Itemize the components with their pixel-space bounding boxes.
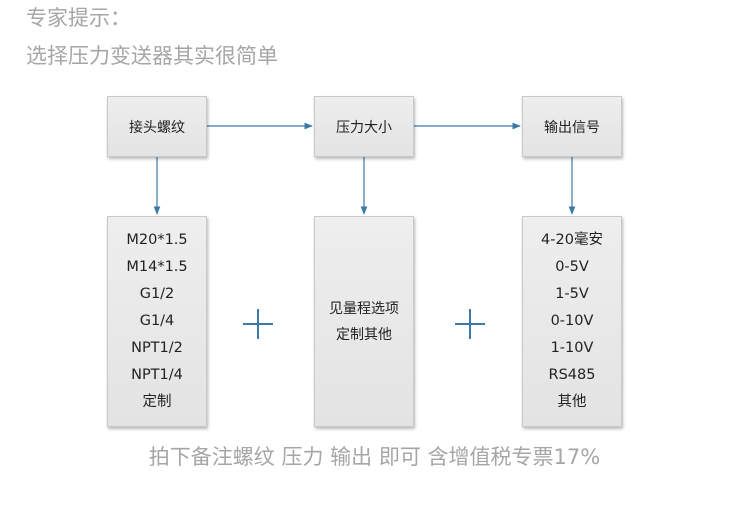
thread-option: NPT1/4 bbox=[131, 367, 183, 383]
output-option: 4-20毫安 bbox=[541, 232, 603, 248]
thread-option: 定制 bbox=[142, 394, 172, 410]
pressure-box: 压力大小 bbox=[314, 96, 414, 157]
output-option: 其他 bbox=[557, 394, 587, 410]
tip-text: 选择压力变送器其实很简单 bbox=[26, 44, 278, 68]
pressure-options-box: 见量程选项 定制其他 bbox=[314, 216, 414, 427]
output-option: 0-10V bbox=[550, 313, 594, 329]
output-option: 0-5V bbox=[555, 259, 589, 275]
pressure-option: 定制其他 bbox=[336, 326, 392, 343]
tip-heading: 专家提示： bbox=[26, 6, 131, 30]
output-option: RS485 bbox=[548, 367, 596, 383]
thread-options-box: M20*1.5 M14*1.5 G1/2 G1/4 NPT1/2 NPT1/4 … bbox=[107, 216, 207, 427]
plus-icon bbox=[455, 309, 485, 339]
output-option: 1-5V bbox=[555, 286, 589, 302]
thread-option: M20*1.5 bbox=[126, 232, 188, 248]
thread-box-label: 接头螺纹 bbox=[129, 119, 185, 136]
thread-option: M14*1.5 bbox=[126, 259, 188, 275]
thread-option: G1/4 bbox=[139, 313, 175, 329]
output-options-box: 4-20毫安 0-5V 1-5V 0-10V 1-10V RS485 其他 bbox=[522, 216, 622, 427]
pressure-box-label: 压力大小 bbox=[336, 119, 392, 136]
plus-icon bbox=[243, 309, 273, 339]
thread-option: NPT1/2 bbox=[131, 340, 183, 356]
thread-option: G1/2 bbox=[139, 286, 175, 302]
pressure-option: 见量程选项 bbox=[329, 300, 399, 317]
thread-box: 接头螺纹 bbox=[107, 96, 207, 157]
output-option: 1-10V bbox=[550, 340, 594, 356]
output-box: 输出信号 bbox=[522, 96, 622, 157]
output-box-label: 输出信号 bbox=[544, 119, 600, 136]
order-note: 拍下备注螺纹 压力 输出 即可 含增值税专票17% bbox=[148, 445, 601, 469]
